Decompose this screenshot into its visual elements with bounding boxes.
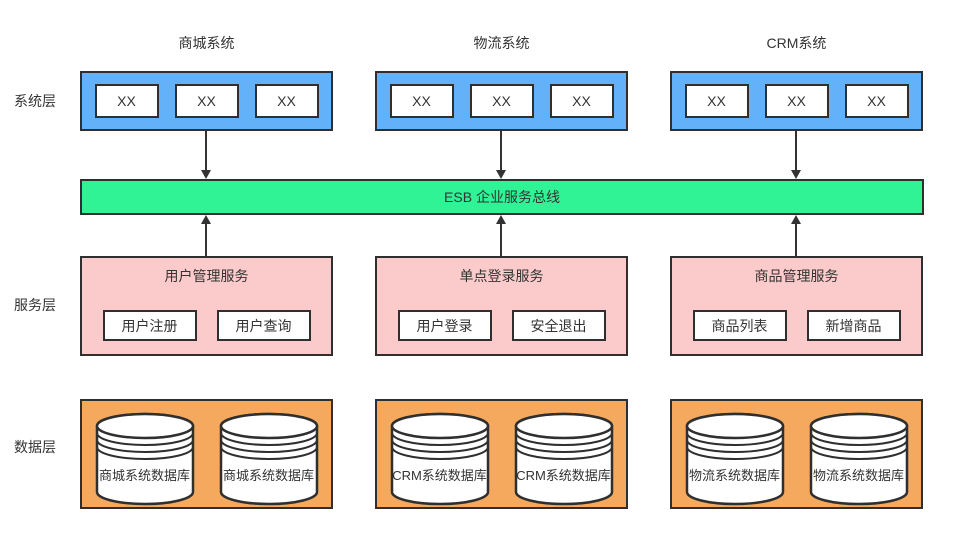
system-module: XX	[254, 84, 319, 118]
system-module: XX	[389, 84, 454, 118]
service-item: 用户登录	[397, 310, 492, 341]
data-box: 物流系统数据库 物流系统数据库	[670, 399, 923, 509]
database-cylinder: 商城系统数据库	[95, 412, 195, 506]
service-title: 商品管理服务	[754, 268, 839, 284]
layer-label-service: 服务层	[14, 297, 56, 313]
database-cylinder: CRM系统数据库	[514, 412, 614, 506]
system-box: XX XX XX	[670, 71, 923, 131]
system-module: XX	[549, 84, 614, 118]
service-item: 新增商品	[806, 310, 901, 341]
arrow-down-icon	[200, 131, 212, 179]
arrow-down-icon	[495, 131, 507, 179]
service-box: 用户管理服务 用户注册 用户查询	[80, 256, 333, 356]
database-icon	[95, 412, 194, 506]
system-module: XX	[684, 84, 749, 118]
diagram-column: 物流系统 XX XX XX 单点登录服务 用户登录 安全退出	[375, 0, 628, 550]
database-icon	[809, 412, 908, 506]
system-title: 物流系统	[473, 35, 530, 51]
database-label: 物流系统数据库	[688, 468, 780, 483]
arrow-up-icon	[495, 215, 507, 256]
system-module: XX	[844, 84, 909, 118]
system-module: XX	[174, 84, 239, 118]
system-module: XX	[764, 84, 829, 118]
layer-label-data: 数据层	[14, 439, 56, 455]
database-icon	[390, 412, 489, 506]
arrow-up-icon	[790, 215, 802, 256]
system-module: XX	[94, 84, 159, 118]
diagram-column: CRM系统 XX XX XX 商品管理服务 商品列表 新增商品	[670, 0, 923, 550]
database-label: 商城系统数据库	[222, 468, 314, 483]
arrow-down-icon	[790, 131, 802, 179]
esb-bus-bar: ESB 企业服务总线	[80, 179, 924, 215]
system-module: XX	[469, 84, 534, 118]
system-box: XX XX XX	[375, 71, 628, 131]
esb-bus-label: ESB 企业服务总线	[444, 189, 560, 205]
database-icon	[685, 412, 784, 506]
service-item: 用户注册	[102, 310, 197, 341]
database-icon	[219, 412, 318, 506]
database-cylinder: 物流系统数据库	[685, 412, 785, 506]
database-cylinder: 商城系统数据库	[219, 412, 319, 506]
service-item: 用户查询	[216, 310, 311, 341]
service-title: 单点登录服务	[459, 268, 544, 284]
system-title: CRM系统	[766, 35, 827, 51]
database-label: CRM系统数据库	[516, 468, 611, 483]
service-title: 用户管理服务	[164, 268, 249, 284]
data-box: CRM系统数据库 CRM系统数据库	[375, 399, 628, 509]
service-box: 单点登录服务 用户登录 安全退出	[375, 256, 628, 356]
data-box: 商城系统数据库 商城系统数据库	[80, 399, 333, 509]
service-item: 安全退出	[511, 310, 606, 341]
database-icon	[514, 412, 613, 506]
service-box: 商品管理服务 商品列表 新增商品	[670, 256, 923, 356]
database-label: 物流系统数据库	[812, 468, 904, 483]
system-box: XX XX XX	[80, 71, 333, 131]
database-label: CRM系统数据库	[392, 468, 487, 483]
arrow-up-icon	[200, 215, 212, 256]
database-cylinder: CRM系统数据库	[390, 412, 490, 506]
database-label: 商城系统数据库	[98, 468, 190, 483]
diagram-column: 商城系统 XX XX XX 用户管理服务 用户注册 用户查询	[80, 0, 333, 550]
service-item: 商品列表	[692, 310, 787, 341]
system-title: 商城系统	[178, 35, 235, 51]
layer-label-system: 系统层	[14, 93, 56, 109]
database-cylinder: 物流系统数据库	[809, 412, 909, 506]
